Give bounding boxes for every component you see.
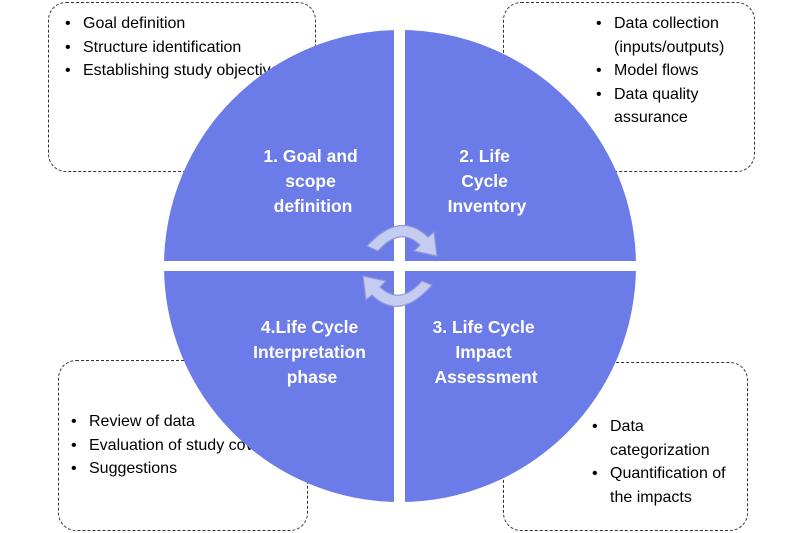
- label-line: 4.Life Cycle: [261, 317, 359, 337]
- label-line: Inventory: [448, 196, 527, 216]
- impact-label: 3. Life Cycle Impact Assessment: [432, 317, 539, 387]
- lower-arrow: [362, 275, 434, 307]
- label-line: definition: [274, 196, 353, 216]
- label-line: Cycle: [461, 171, 508, 191]
- horizontal-divider: [158, 261, 642, 271]
- list-item: Review of data: [67, 410, 299, 434]
- upper-arrow: [365, 224, 438, 257]
- cycle-arrows-icon: [362, 224, 438, 307]
- label-line: 1. Goal and: [263, 146, 357, 166]
- label-line: phase: [287, 367, 338, 387]
- inventory-label: 2. Life Cycle Inventory: [448, 146, 527, 216]
- inventory-quadrant: [400, 30, 636, 266]
- list-item: Suggestions: [67, 457, 299, 481]
- list-item: Quantification of the impacts: [588, 462, 739, 509]
- list-item: Structure identification: [61, 36, 305, 60]
- label-line: 3. Life Cycle: [432, 317, 534, 337]
- goal-scope-list: Goal definition Structure identification…: [61, 12, 305, 83]
- impact-quadrant: [400, 266, 636, 502]
- list-item: Goal definition: [61, 12, 305, 36]
- goal-scope-label: 1. Goal and scope definition: [263, 146, 362, 216]
- label-line: Interpretation: [253, 342, 366, 362]
- list-item: Data collection (inputs/outputs): [592, 12, 746, 59]
- label-line: scope: [285, 171, 336, 191]
- list-item: Data categorization: [588, 415, 739, 462]
- label-line: 2. Life: [459, 146, 510, 166]
- inventory-list: Data collection (inputs/outputs) Model f…: [592, 12, 746, 130]
- impact-list: Data categorization Quantification of th…: [588, 415, 739, 509]
- interpretation-label: 4.Life Cycle Interpretation phase: [253, 317, 371, 387]
- list-item: Model flows: [592, 59, 746, 83]
- label-line: Impact: [455, 342, 512, 362]
- list-item: Data quality assurance: [592, 83, 746, 130]
- goal-scope-quadrant: [164, 30, 400, 266]
- label-line: Assessment: [434, 367, 537, 387]
- list-item: Establishing study objectives: [61, 59, 305, 83]
- interpretation-quadrant: [164, 266, 400, 502]
